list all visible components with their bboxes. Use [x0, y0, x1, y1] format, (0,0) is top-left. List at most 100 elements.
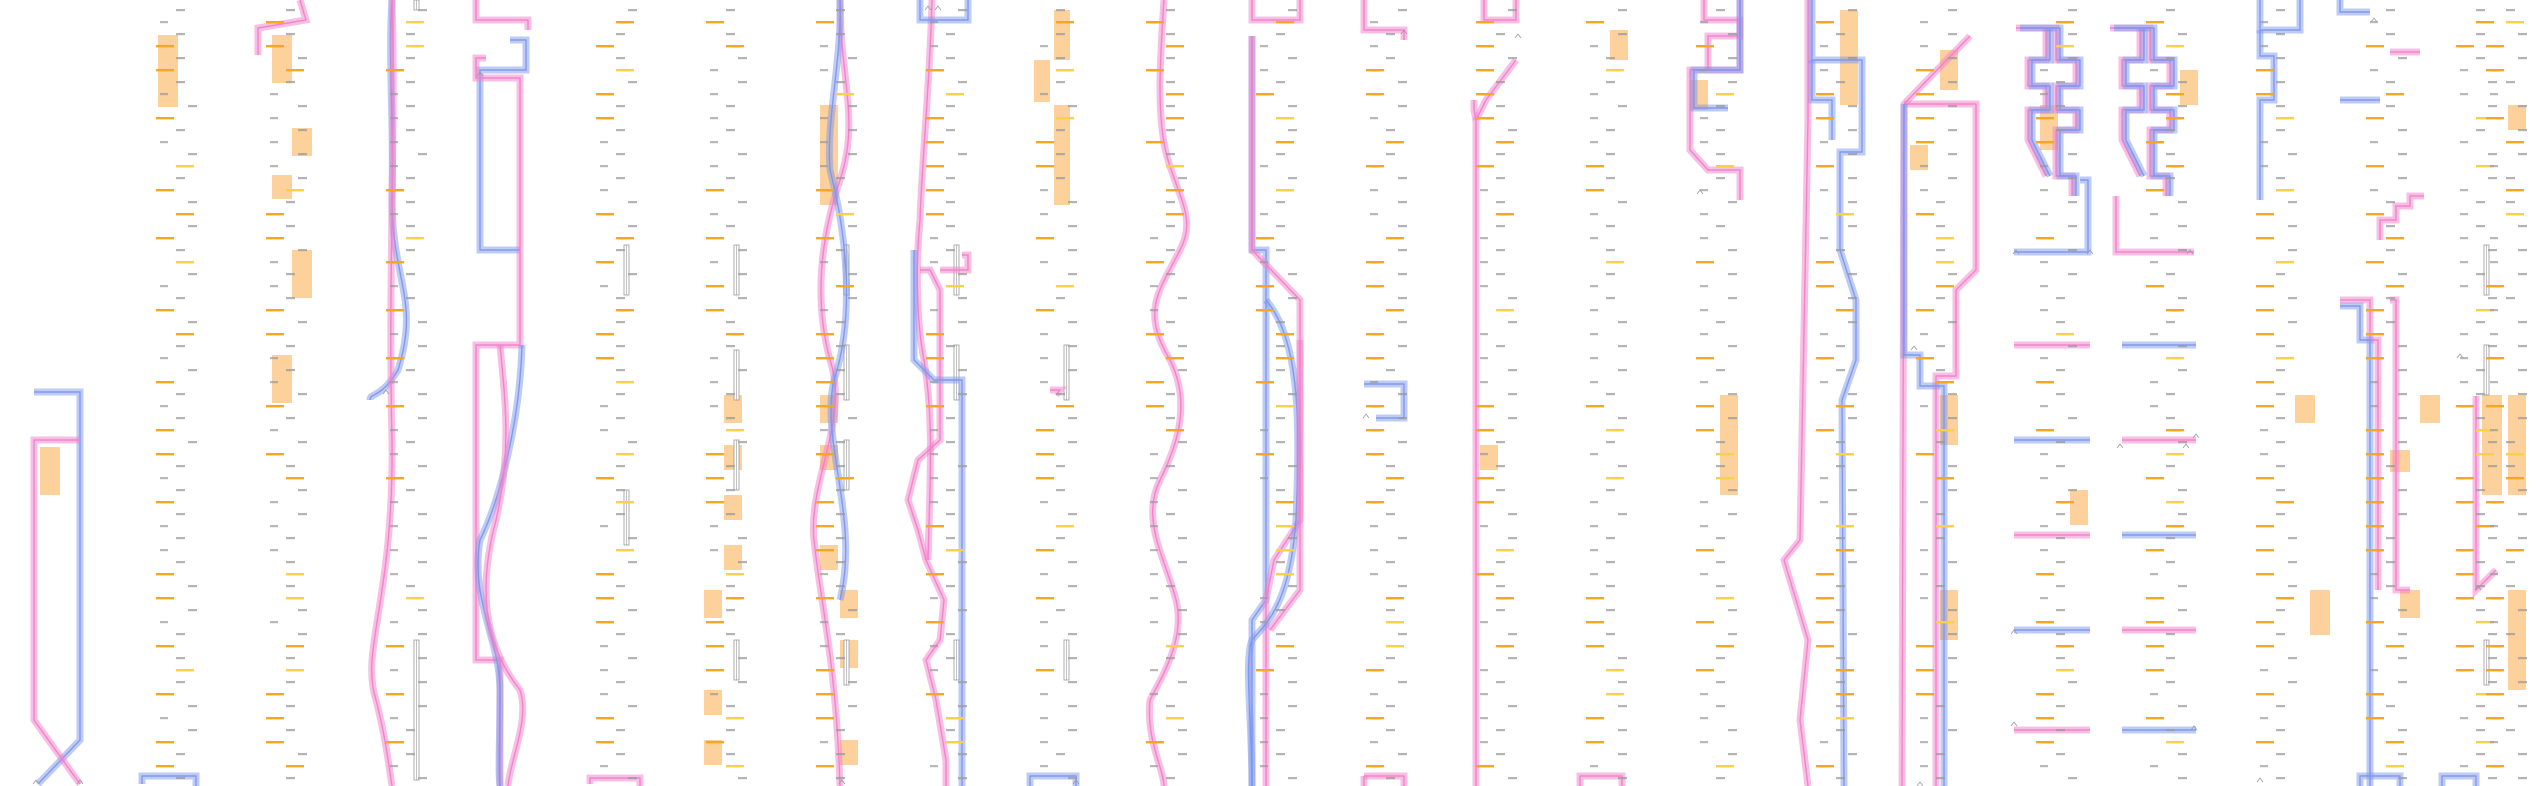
row-label	[286, 777, 295, 780]
row-label	[418, 153, 427, 156]
row-label	[1056, 609, 1065, 612]
row-dash	[2476, 621, 2494, 624]
row-label	[2056, 129, 2065, 132]
row-label	[958, 297, 967, 300]
row-label	[2166, 729, 2175, 732]
row-dash	[2056, 501, 2074, 504]
row-label	[188, 225, 197, 228]
row-label	[930, 381, 938, 384]
row-label	[600, 645, 608, 648]
row-label	[1728, 249, 1737, 252]
row-label	[418, 321, 427, 324]
row-label	[2276, 633, 2285, 636]
row-dash	[2146, 21, 2164, 24]
row-label	[1936, 369, 1945, 372]
highlight-block	[40, 447, 60, 495]
row-label	[836, 753, 845, 756]
row-label	[600, 405, 608, 408]
row-label	[836, 513, 845, 516]
row-label	[160, 357, 168, 360]
row-label	[1150, 237, 1158, 240]
row-label	[1166, 153, 1175, 156]
row-label	[2488, 81, 2497, 84]
row-label	[2150, 693, 2158, 696]
row-dash	[1476, 573, 1494, 576]
row-label	[726, 105, 735, 108]
row-label	[1398, 177, 1407, 180]
row-label	[1820, 45, 1828, 48]
row-dash	[2476, 525, 2494, 528]
row-label	[160, 477, 168, 480]
row-label	[2506, 633, 2515, 636]
row-label	[726, 513, 735, 516]
row-label	[820, 621, 828, 624]
row-label	[616, 753, 625, 756]
row-label	[1056, 177, 1065, 180]
row-dash	[1696, 405, 1714, 408]
row-label	[2488, 249, 2497, 252]
row-label	[628, 657, 637, 660]
row-label	[1040, 93, 1048, 96]
row-dash	[1276, 405, 1294, 408]
row-label	[270, 117, 278, 120]
row-label	[1848, 129, 1857, 132]
row-dash	[1476, 69, 1494, 72]
row-label	[390, 381, 398, 384]
row-label	[2476, 201, 2485, 204]
row-label	[2068, 417, 2077, 420]
row-dash	[1276, 501, 1294, 504]
row-label	[1496, 345, 1505, 348]
row-label	[2398, 753, 2407, 756]
row-label	[298, 129, 307, 132]
row-dash	[2256, 405, 2274, 408]
row-dash	[1276, 645, 1294, 648]
row-label	[390, 765, 398, 768]
row-label	[1398, 417, 1407, 420]
row-dash	[2036, 429, 2054, 432]
row-dash	[2366, 621, 2384, 624]
row-label	[1618, 105, 1627, 108]
row-label	[286, 585, 295, 588]
row-label	[2460, 381, 2468, 384]
row-dash	[1276, 525, 1294, 528]
row-label	[2506, 585, 2515, 588]
route-pink-core	[1904, 103, 1977, 786]
row-dash	[816, 669, 834, 672]
row-label	[406, 57, 415, 60]
row-label	[2150, 573, 2158, 576]
row-label	[600, 165, 608, 168]
row-label	[1920, 717, 1928, 720]
row-dash	[2276, 189, 2294, 192]
row-dash	[2166, 525, 2184, 528]
row-dash	[1816, 261, 1834, 264]
row-label	[188, 585, 197, 588]
row-dash	[1146, 261, 1164, 264]
row-label	[726, 489, 735, 492]
row-dash	[2366, 357, 2384, 360]
row-label	[176, 513, 185, 516]
row-label	[848, 297, 857, 300]
row-label	[1618, 465, 1627, 468]
row-dash	[1146, 405, 1164, 408]
row-label	[1948, 561, 1957, 564]
row-label	[176, 753, 185, 756]
row-dash	[1386, 309, 1404, 312]
row-dash	[2036, 237, 2054, 240]
row-label	[1606, 297, 1615, 300]
highlight-block	[1610, 30, 1628, 60]
highlight-block	[2508, 105, 2526, 130]
row-dash	[2276, 501, 2294, 504]
row-label	[160, 717, 168, 720]
row-dash	[926, 213, 944, 216]
row-label	[1728, 345, 1737, 348]
row-label	[1948, 465, 1957, 468]
row-label	[1496, 465, 1505, 468]
row-dash	[2146, 549, 2164, 552]
row-dash	[1166, 93, 1184, 96]
row-label	[726, 729, 735, 732]
row-label	[930, 477, 938, 480]
row-label	[2386, 705, 2395, 708]
row-label	[2460, 141, 2468, 144]
row-label	[1618, 417, 1627, 420]
row-label	[2460, 93, 2468, 96]
